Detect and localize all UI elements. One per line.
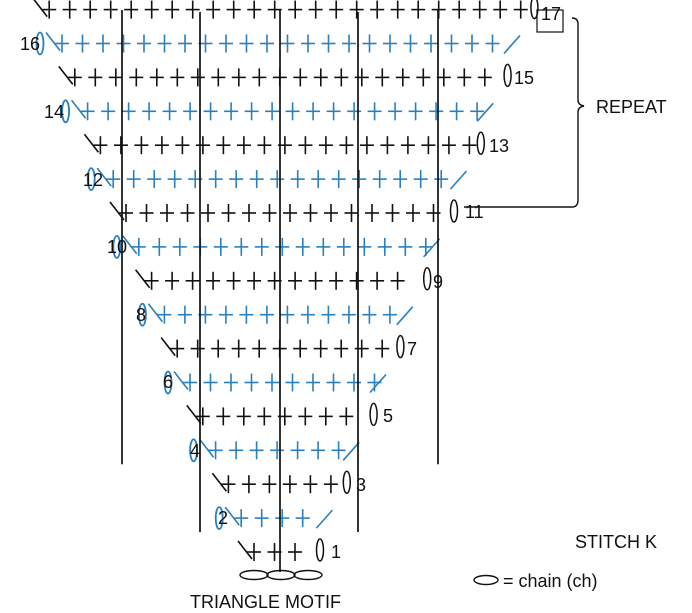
turning-chain [189,438,199,463]
stitch-key [473,574,499,586]
turning-chain [214,506,224,530]
stitch-row-8 [137,302,414,327]
edge-stitch-left [134,269,151,289]
stitch-row-10 [112,234,441,259]
edge-stitch-right [503,34,521,55]
turning-chain [396,334,405,359]
stitch-row-3 [211,470,352,494]
turning-chain [112,234,122,259]
edge-stitch-left [160,337,176,357]
row-label-8: 8 [136,305,146,325]
turning-chain [530,0,539,20]
turning-chain [422,267,432,291]
turning-chain [86,167,96,192]
edge-stitch-right [342,441,360,461]
edge-stitch-right [449,170,467,190]
edge-stitch-left [70,99,87,119]
stitch-row-2 [214,506,333,530]
turning-chain [163,370,173,395]
stitch-row-11 [109,199,459,223]
edge-stitch-left [122,235,138,255]
edge-stitch-left [96,167,112,187]
turning-chain [449,199,459,223]
turning-chain [476,131,486,155]
stitch-row-9 [134,267,432,291]
stitch-row-4 [189,438,360,463]
stitch-row-16 [35,31,521,56]
edge-stitch-left [33,0,48,18]
row-label-15: 15 [514,68,534,88]
row-label-9: 9 [433,272,443,292]
chart-title: TRIANGLE MOTIF [190,592,342,612]
stitch-key-chain-text: = chain (ch) [503,571,598,591]
row-label-2: 2 [218,508,228,528]
edge-stitch-right [423,238,441,258]
edge-stitch-left [45,32,61,51]
edge-stitch-left [173,371,189,390]
row-label-13: 13 [489,136,509,156]
edge-stitch-left [198,438,215,458]
turning-chain [61,99,70,124]
row-label-16: 16 [20,34,40,54]
row-label-11: 11 [465,202,484,222]
row-label-7: 7 [407,339,417,359]
stitch-row-1 [237,538,325,562]
stitch-row-17 [33,0,539,20]
row-label-3: 3 [356,475,366,495]
edge-stitch-right [369,373,387,394]
edge-stitch-left [58,65,74,85]
stitch-row-12 [86,167,467,192]
turning-chain [342,470,352,494]
row-label-4: 4 [190,441,200,461]
turning-chain [315,538,325,562]
turning-chain [503,63,512,88]
edge-stitch-left [224,506,240,526]
row-label-14: 14 [44,102,64,122]
stitch-row-5 [186,402,378,427]
chain-oval-icon [473,574,499,586]
edge-stitch-right [476,102,494,122]
row-17-box [536,9,564,33]
edge-stitch-left [186,404,202,424]
row-label-17: 17 [541,4,561,24]
stitch-row-14 [61,99,494,124]
stitch-row-6 [163,370,387,395]
stitch-rows [33,0,539,562]
edge-stitch-left [211,472,228,492]
row-label-5: 5 [383,406,393,426]
repeat-bracket [464,17,585,208]
repeat-label: REPEAT [596,97,667,117]
turning-chain [137,302,147,327]
row-label-12: 12 [83,170,103,190]
edge-stitch-right [315,509,333,529]
stitch-row-15 [58,63,512,88]
edge-stitch-left [83,133,100,153]
stitch-key-heading: STITCH K [575,532,658,552]
foundation-chains [239,569,323,581]
turning-chain [369,402,378,427]
turning-chain [35,31,45,56]
stitch-row-7 [160,334,405,359]
edge-stitch-right [396,306,414,326]
stitch-row-13 [83,131,486,155]
row-label-6: 6 [163,372,173,392]
row-label-10: 10 [107,237,127,257]
edge-stitch-left [147,303,164,323]
post-stitch-columns [121,10,439,572]
row-label-1: 1 [331,542,341,562]
edge-stitch-left [237,540,253,560]
